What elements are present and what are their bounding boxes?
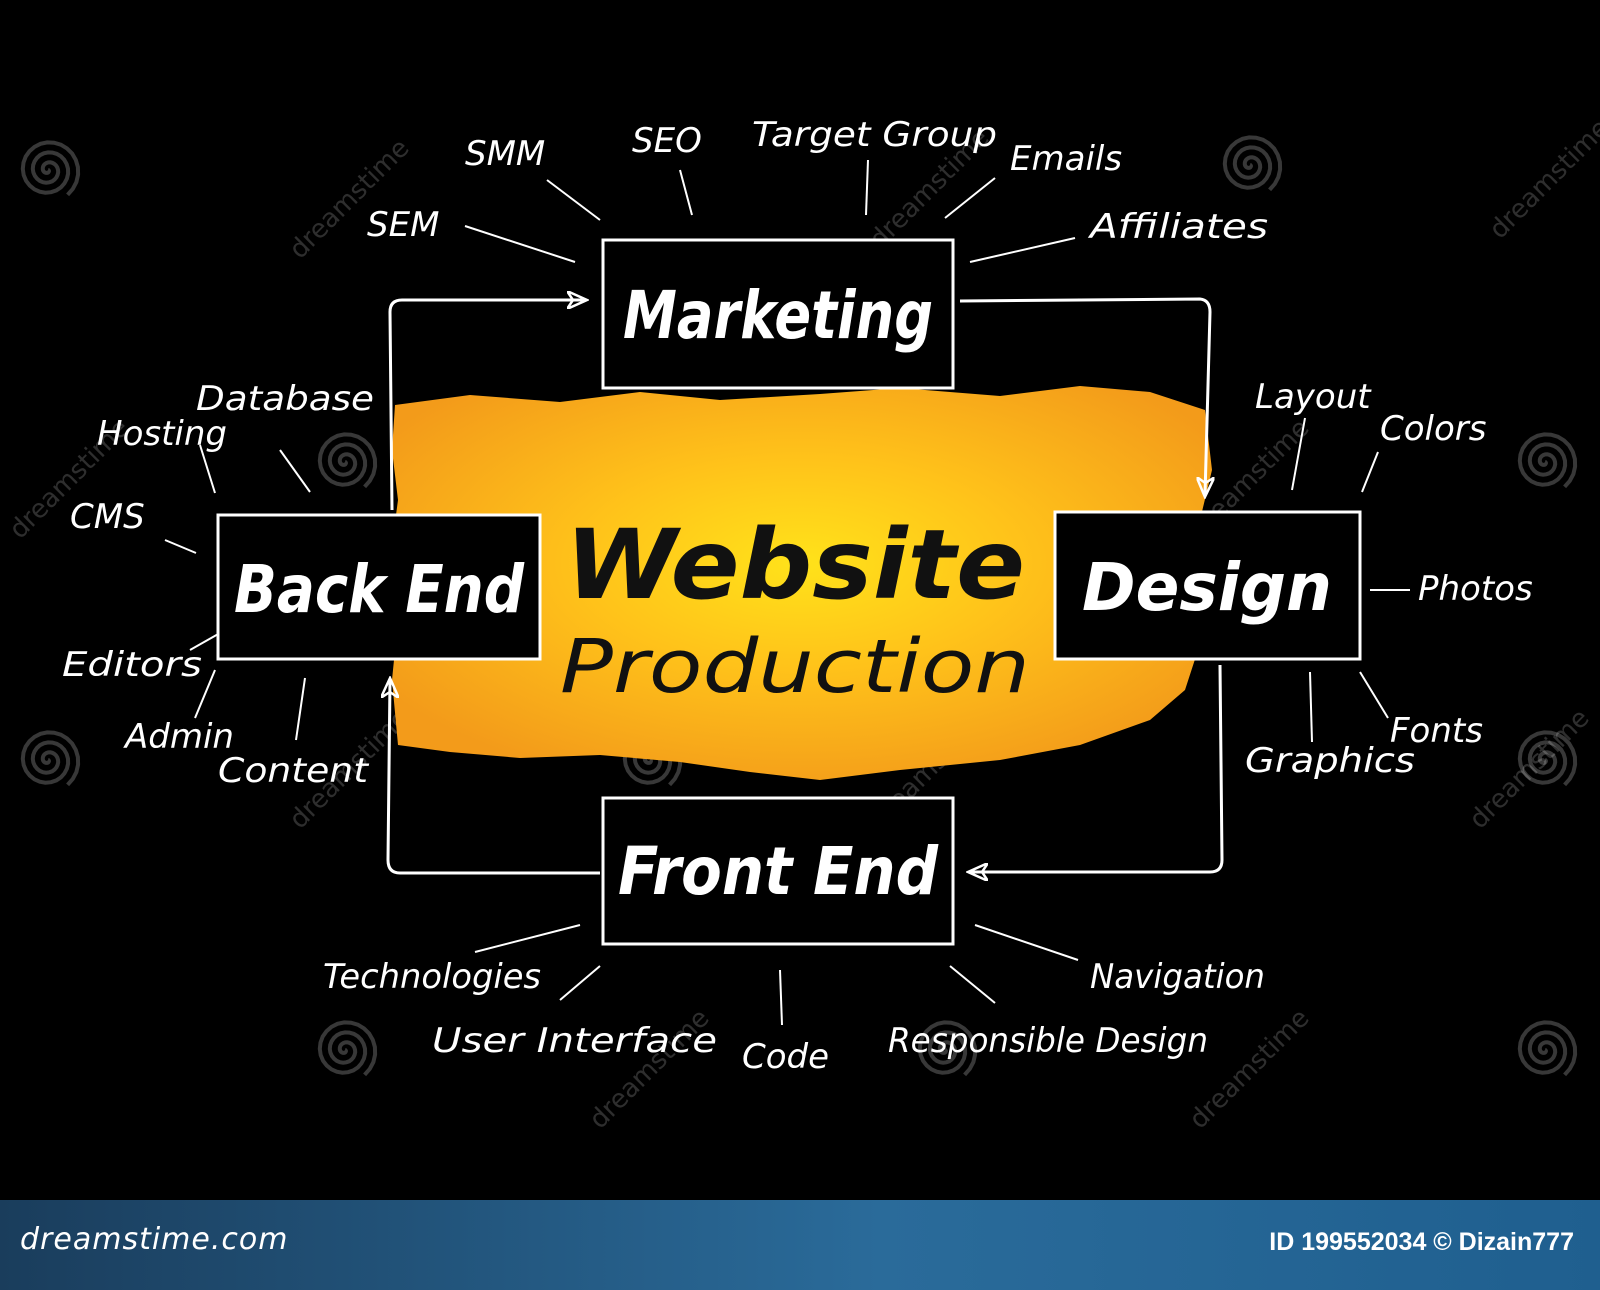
- footer-brand[interactable]: dreamstime.com: [20, 1222, 289, 1257]
- box-marketing-label: Marketing: [623, 277, 933, 354]
- box-design[interactable]: Design: [1053, 510, 1362, 661]
- keyword-hosting: Hosting: [97, 414, 227, 454]
- box-front-end-label: Front End: [618, 833, 939, 910]
- keyword-smm: SMM: [465, 134, 545, 174]
- connector-marketing-to-design: [959, 297, 1210, 495]
- keyword-fonts: Fonts: [1390, 711, 1483, 751]
- design-keywords: Layout Colors Photos Fonts Graphics: [1245, 377, 1533, 781]
- orange-brush-highlight: [390, 386, 1212, 780]
- connector-design-to-front-end: [970, 664, 1224, 872]
- keyword-emails: Emails: [1010, 139, 1122, 179]
- keyword-content: Content: [218, 751, 370, 791]
- connector-back-end-to-marketing: [388, 300, 585, 511]
- marketing-keywords: SMM SEO Target Group Emails SEM Affiliat…: [367, 115, 1268, 247]
- keyword-layout: Layout: [1255, 377, 1372, 417]
- keyword-seo: SEO: [632, 121, 702, 161]
- flow-connectors: [388, 297, 1224, 875]
- keyword-code: Code: [742, 1037, 829, 1077]
- keyword-target-group: Target Group: [752, 115, 997, 155]
- spiral-icon: [20, 730, 81, 787]
- footer-bar: dreamstime.com ID 199552034 © Dizain777: [0, 1200, 1600, 1290]
- keyword-affiliates: Affiliates: [1088, 207, 1268, 247]
- box-design-label: Design: [1082, 549, 1332, 626]
- front-end-keywords: Technologies Navigation User Interface C…: [323, 957, 1265, 1077]
- box-back-end-label: Back End: [234, 551, 525, 628]
- spiral-icon: [1222, 135, 1283, 192]
- keyword-responsible-design: Responsible Design: [888, 1021, 1208, 1061]
- spiral-icon: [317, 432, 378, 489]
- box-marketing[interactable]: Marketing: [601, 238, 955, 390]
- keyword-colors: Colors: [1380, 409, 1486, 449]
- keyword-photos: Photos: [1418, 569, 1533, 609]
- keyword-database: Database: [196, 379, 374, 419]
- keyword-sem: SEM: [367, 205, 439, 245]
- spiral-icon: [20, 140, 81, 197]
- center-subtitle: Production: [560, 624, 1030, 710]
- back-end-keywords: Database Hosting CMS Editors Admin Conte…: [62, 379, 374, 791]
- connector-front-end-to-back-end: [388, 680, 600, 875]
- keyword-cms: CMS: [70, 497, 145, 537]
- keyword-user-interface: User Interface: [432, 1021, 717, 1061]
- spiral-icon: [1517, 432, 1578, 489]
- box-front-end[interactable]: Front End: [601, 796, 955, 946]
- spiral-icon: [317, 1020, 378, 1077]
- spiral-icon: [917, 1020, 978, 1077]
- spiral-icon: [1517, 1020, 1578, 1077]
- keyword-technologies: Technologies: [323, 957, 541, 997]
- keyword-leader-lines: [164, 159, 1410, 1026]
- footer-credit: ID 199552034 © Dizain777: [1269, 1228, 1574, 1256]
- box-back-end[interactable]: Back End: [216, 513, 542, 661]
- keyword-navigation: Navigation: [1090, 957, 1265, 997]
- center-title: Website: [565, 509, 1025, 621]
- watermark-text: dreamstime: [284, 133, 416, 265]
- spiral-icon: [1517, 730, 1578, 787]
- keyword-graphics: Graphics: [1245, 741, 1415, 781]
- keyword-editors: Editors: [62, 645, 202, 685]
- watermark-text: dreamstime: [1484, 113, 1600, 245]
- keyword-admin: Admin: [123, 717, 234, 757]
